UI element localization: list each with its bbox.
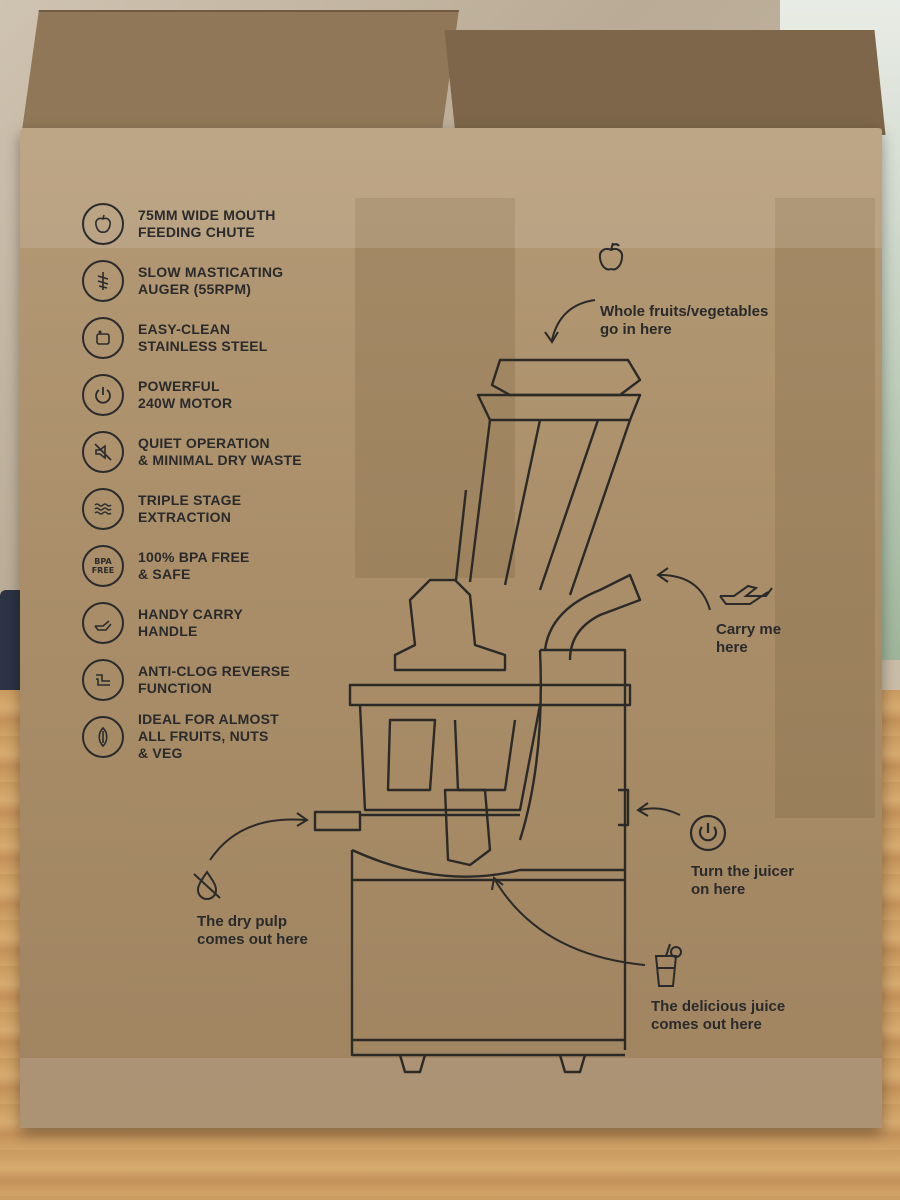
feature-text: ANTI-CLOG REVERSE FUNCTION [138,662,290,696]
feature-text: TRIPLE STAGE EXTRACTION [138,491,242,525]
feature-item: TRIPLE STAGE EXTRACTION [82,480,372,537]
pipe-icon [82,658,124,701]
apple-icon [596,240,626,283]
callout-juice: The delicious juice comes out here [651,998,786,1033]
callout-carry: Carry me here [716,621,782,656]
almond-icon [82,715,124,758]
feature-text: POWERFUL 240W MOTOR [138,377,233,411]
feature-item: SLOW MASTICATING AUGER (55RPM) [82,252,372,309]
feature-item: EASY-CLEAN STAINLESS STEEL [82,309,372,366]
plastic-wrap-bottom [20,1058,882,1128]
feature-item: ANTI-CLOG REVERSE FUNCTION [82,651,372,708]
cardboard-box [20,128,882,1128]
waves-icon [82,487,124,530]
callout-dry-pulp: The dry pulp comes out here [197,913,308,948]
feature-item: POWERFUL 240W MOTOR [82,366,372,423]
carry-hand-icon [718,580,774,615]
feature-item: HANDY CARRY HANDLE [82,594,372,651]
feature-item: QUIET OPERATION & MINIMAL DRY WASTE [82,423,372,480]
hand-icon [82,601,124,644]
feature-text: 75MM WIDE MOUTH FEEDING CHUTE [138,206,276,240]
callout-whole-fruits: Whole fruits/vegetables go in here [600,303,769,338]
bpa-free-label: BPA FREE [91,556,115,575]
callout-turn-on: Turn the juicer on here [691,863,795,898]
tape-patch [355,198,515,578]
juice-glass-icon [652,942,684,995]
power-icon [688,813,728,860]
feature-text: QUIET OPERATION & MINIMAL DRY WASTE [138,434,302,468]
power-icon [82,373,124,416]
feature-text: SLOW MASTICATING AUGER (55RPM) [138,263,284,297]
mute-icon [82,430,124,473]
feature-text: IDEAL FOR ALMOST ALL FRUITS, NUTS & VEG [138,711,279,761]
feature-text: HANDY CARRY HANDLE [138,605,243,639]
feature-item: BPA FREE 100% BPA FREE & SAFE [82,537,372,594]
tape-patch [775,198,875,818]
feature-text: 100% BPA FREE & SAFE [138,548,250,582]
apple-icon [82,202,124,245]
feature-item: IDEAL FOR ALMOST ALL FRUITS, NUTS & VEG [82,708,372,765]
feature-item: 75MM WIDE MOUTH FEEDING CHUTE [82,195,372,252]
plastic-wrap-top [20,128,882,248]
bpa-free-icon: BPA FREE [82,544,124,587]
auger-icon [82,259,124,302]
clean-icon [82,316,124,359]
feature-text: EASY-CLEAN STAINLESS STEEL [138,320,268,354]
feature-list: 75MM WIDE MOUTH FEEDING CHUTE SLOW MASTI… [82,195,372,765]
no-drip-icon [190,868,224,909]
